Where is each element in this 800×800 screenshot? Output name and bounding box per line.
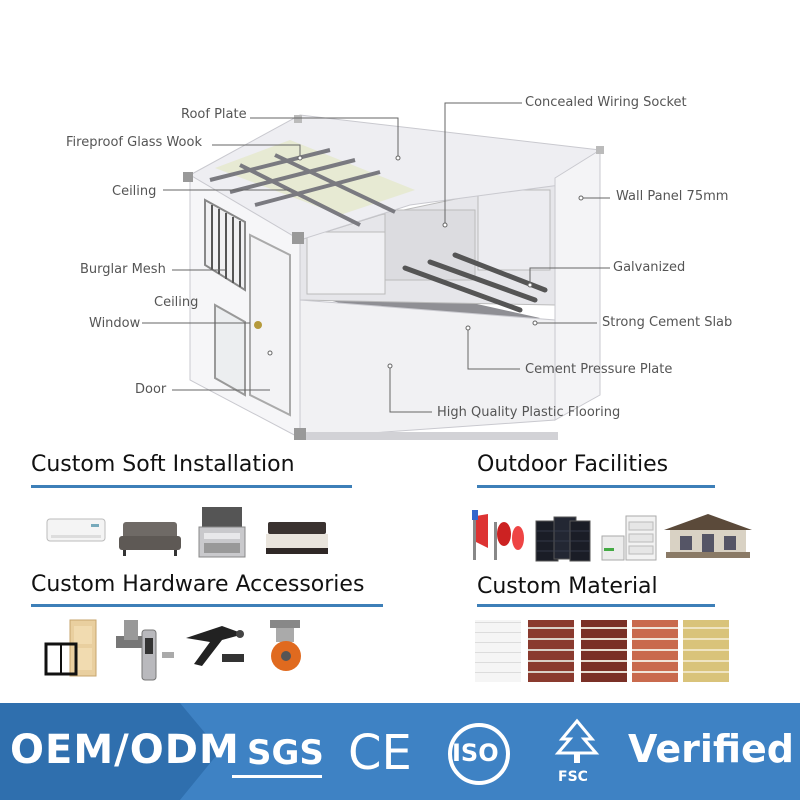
orange-brick-tile-swatch — [632, 620, 678, 682]
label-concealed-wiring-socket: Concealed Wiring Socket — [525, 95, 687, 110]
sgs-underline — [232, 775, 322, 778]
section-underline — [31, 604, 383, 607]
caster-wheel-icon — [270, 620, 301, 671]
solar-panel-icon — [535, 516, 591, 562]
fsc-logo: FSC — [558, 769, 588, 785]
label-strong-cement-slab: Strong Cement Slab — [602, 315, 733, 330]
section-underline — [477, 604, 715, 607]
label-galvanized: Galvanized — [613, 260, 686, 275]
label-door: Door — [135, 382, 167, 397]
section-title-soft-installation: Custom Soft Installation — [31, 452, 295, 477]
iso-logo: ISO — [452, 739, 499, 767]
smart-lock-icon — [116, 620, 174, 681]
wall-panel — [554, 149, 601, 421]
certification-banner: OEM/ODM SGS CE ISO FSC Verified — [0, 703, 800, 800]
bed-icon — [266, 522, 328, 554]
label-wall-panel: Wall Panel 75mm — [616, 189, 729, 204]
sofa-icon — [119, 522, 181, 556]
white-stone-tile-swatch — [475, 620, 521, 682]
oem-odm-text: OEM/ODM — [10, 727, 240, 773]
door-window-frame-icon — [44, 619, 97, 677]
sgs-logo: SGS — [247, 733, 324, 773]
dark-brick-tile-swatch — [581, 620, 627, 682]
label-plastic-flooring: High Quality Plastic Flooring — [437, 405, 621, 420]
verified-logo: Verified — [628, 727, 795, 771]
fsc-tree-icon — [554, 718, 600, 763]
label-window: Window — [89, 316, 141, 331]
label-ceiling-top: Ceiling — [112, 184, 157, 199]
wind-turbine-icon — [472, 510, 524, 560]
label-cement-pressure-plate: Cement Pressure Plate — [525, 362, 673, 377]
section-underline — [477, 485, 715, 488]
section-title-custom-material: Custom Material — [477, 574, 658, 599]
red-brick-tile-swatch — [528, 620, 574, 682]
label-ceiling-side: Ceiling — [154, 295, 199, 310]
battery-storage-icon — [601, 515, 657, 561]
container-house-diagram — [142, 102, 610, 440]
ce-logo: CE — [348, 725, 412, 781]
air-conditioner-icon — [46, 518, 106, 542]
label-burglar-mesh: Burglar Mesh — [80, 262, 166, 277]
kitchen-stove-icon — [198, 507, 246, 558]
section-title-outdoor-facilities: Outdoor Facilities — [477, 452, 669, 477]
yellow-stone-tile-swatch — [683, 620, 729, 682]
label-fireproof-glass-wook: Fireproof Glass Wook — [66, 135, 202, 150]
door — [249, 233, 291, 417]
label-roof-plate: Roof Plate — [181, 107, 247, 122]
iso-badge — [448, 723, 510, 785]
hinge-bracket-icon — [186, 626, 244, 666]
section-title-hardware-accessories: Custom Hardware Accessories — [31, 572, 365, 597]
villa-house-icon — [664, 514, 752, 558]
section-underline — [31, 485, 352, 488]
